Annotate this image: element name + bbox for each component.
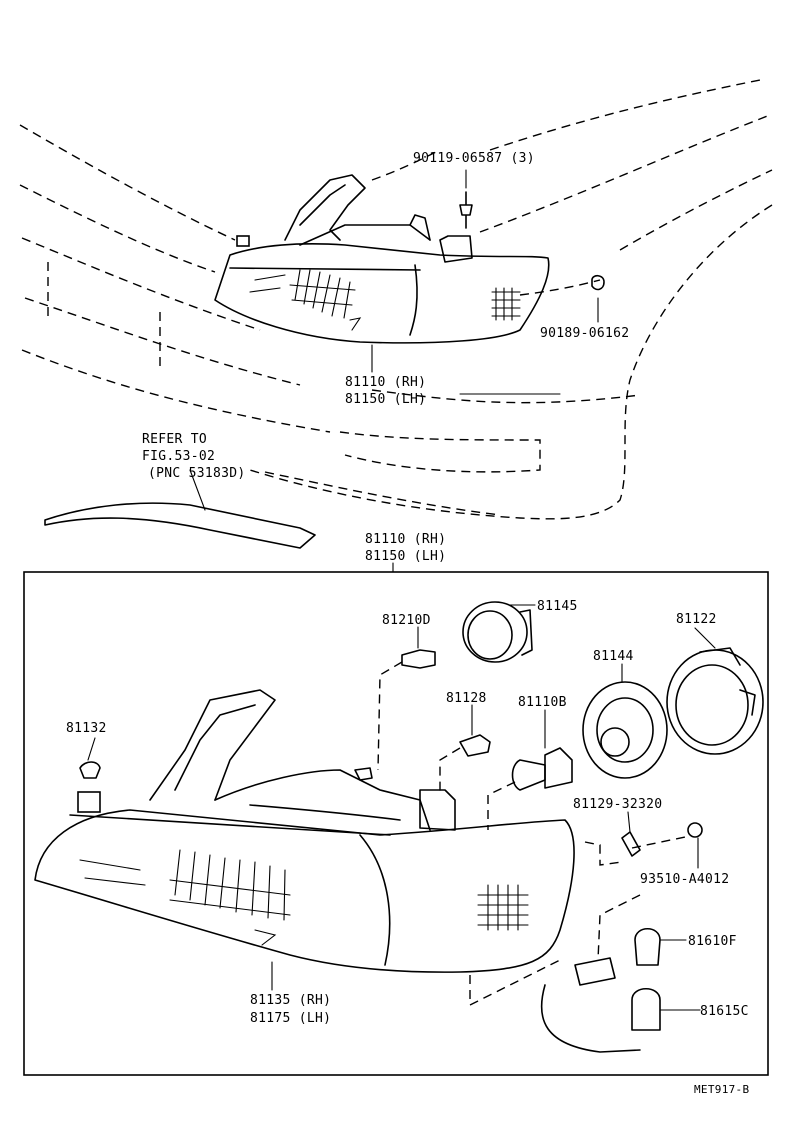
label-90189-06162: 90189-06162	[540, 326, 629, 341]
lower-headlamp-assembly	[34, 689, 661, 1053]
label-81135-rh: 81135 (RH)	[250, 993, 331, 1008]
label-81175-lh: 81175 (LH)	[250, 1011, 331, 1026]
lower-labels: 81210D 81145 81122 81144 81128 81110B 81…	[66, 599, 749, 1026]
label-81615c: 81615C	[700, 1004, 749, 1019]
refer-line-2: FIG.53-02	[142, 449, 215, 464]
upper-labels: 90119-06587 (3) 90189-06162 81110 (RH) 8…	[142, 151, 629, 481]
label-81210d: 81210D	[382, 613, 431, 628]
refer-line-1: REFER TO	[142, 432, 207, 447]
figure-code: MET917-B	[694, 1083, 749, 1096]
label-upper-81150-lh: 81150 (LH)	[345, 392, 426, 407]
exploded-parts	[79, 601, 764, 1011]
label-lower-81150-lh: 81150 (LH)	[365, 549, 446, 564]
label-lower-81110-rh: 81110 (RH)	[365, 532, 446, 547]
label-81132: 81132	[66, 721, 107, 736]
vehicle-body-outline	[19, 79, 773, 520]
refer-line-3: (PNC 53183D)	[148, 466, 246, 481]
label-81122: 81122	[676, 612, 717, 627]
upper-headlamp-assembly	[214, 169, 605, 395]
bumper-retainer-strip	[44, 469, 501, 549]
label-81145: 81145	[537, 599, 578, 614]
label-90119-06587: 90119-06587 (3)	[413, 151, 535, 166]
label-81129-32320: 81129-32320	[573, 797, 662, 812]
label-81110b: 81110B	[518, 695, 567, 710]
exploded-view-frame	[23, 571, 769, 1076]
label-81610f: 81610F	[688, 934, 737, 949]
label-93510-a4012: 93510-A4012	[640, 872, 729, 887]
label-81144: 81144	[593, 649, 634, 664]
label-81128: 81128	[446, 691, 487, 706]
label-upper-81110-rh: 81110 (RH)	[345, 375, 426, 390]
